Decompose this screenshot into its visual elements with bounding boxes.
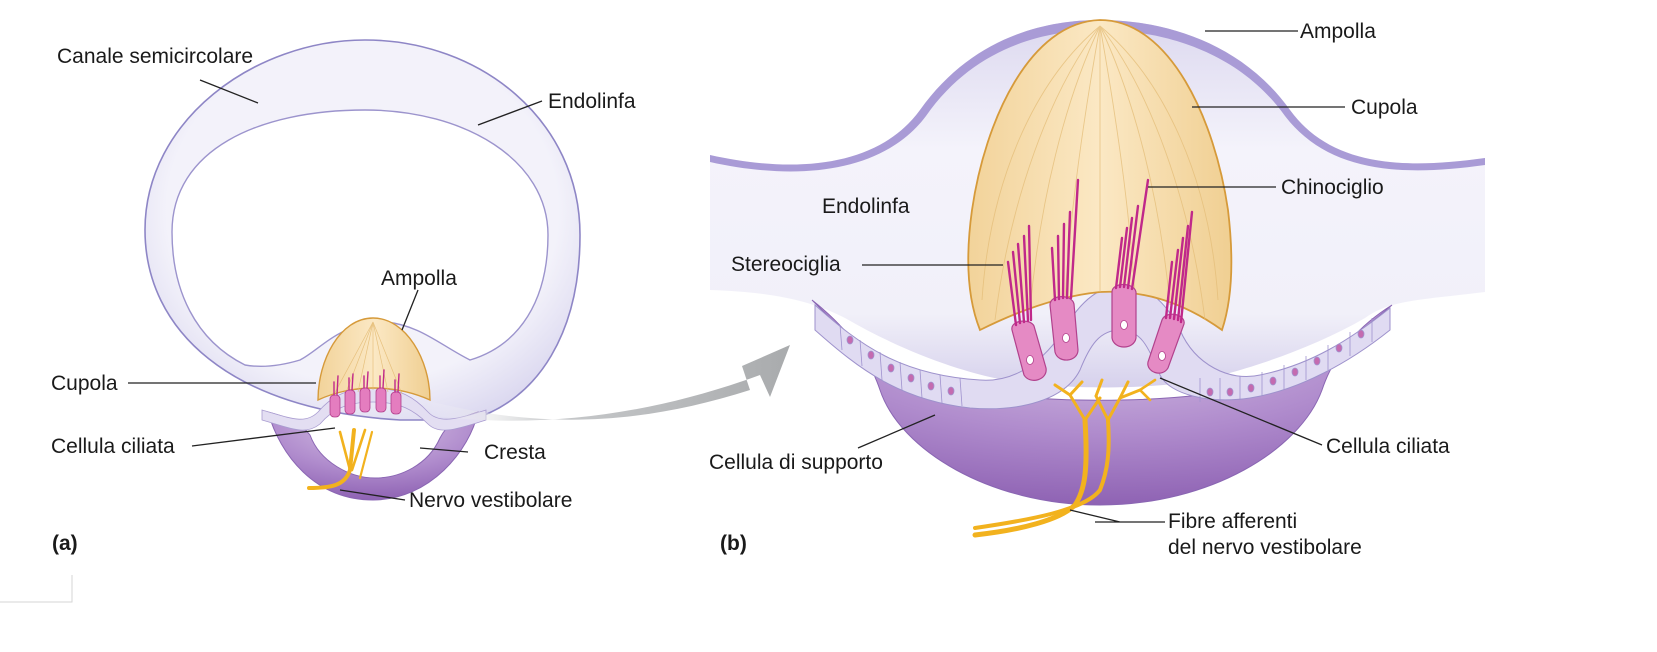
hair-cells-b [1011,283,1185,381]
label-cupola-b: Cupola [1351,96,1418,119]
label-chinociglio: Chinociglio [1281,176,1384,199]
label-endolinfa-a: Endolinfa [548,90,636,113]
label-cupola-a: Cupola [51,372,118,395]
label-cellula-ciliata-b: Cellula ciliata [1326,435,1450,458]
label-fibre-afferenti-1: Fibre afferenti [1168,510,1297,533]
label-cellula-ciliata-a: Cellula ciliata [51,435,175,458]
magnify-arrow [425,345,790,421]
vestibular-nerve-a [307,428,374,490]
ampulla-wall-b [710,20,1485,172]
label-ampolla-a: Ampolla [381,267,457,290]
afferent-fibres-b [972,378,1157,538]
stereocilia-b [1006,178,1194,327]
label-nervo-vestibolare: Nervo vestibolare [409,489,572,512]
hair-cells-a [329,387,402,418]
panel-b-tag: (b) [720,532,747,555]
semicircular-canal-lumen [171,109,549,368]
support-cells-b [839,318,1373,407]
hair-cell-nuclei-b [1026,320,1166,365]
label-cellula-supporto: Cellula di supporto [709,451,883,474]
leaders-b [857,30,1345,523]
stereocilia-a [333,369,400,396]
label-cresta: Cresta [484,441,546,464]
leaders-a [128,79,543,501]
panel-a: Canale semicircolare Endolinfa Ampolla C… [51,39,636,555]
label-ampolla-b: Ampolla [1300,20,1376,43]
cupola-a-striations [331,321,403,399]
panel-b: Ampolla Cupola Chinociglio Endolinfa Ste… [709,19,1485,559]
label-stereociglia: Stereociglia [731,253,841,276]
label-canale-semicircolare: Canale semicircolare [57,45,253,68]
cupola-b-striations [981,25,1219,321]
corner-frame-mark [0,575,73,603]
label-fibre-afferenti-2: del nervo vestibolare [1168,536,1362,559]
panel-a-tag: (a) [52,532,78,555]
label-endolinfa-b: Endolinfa [822,195,910,218]
